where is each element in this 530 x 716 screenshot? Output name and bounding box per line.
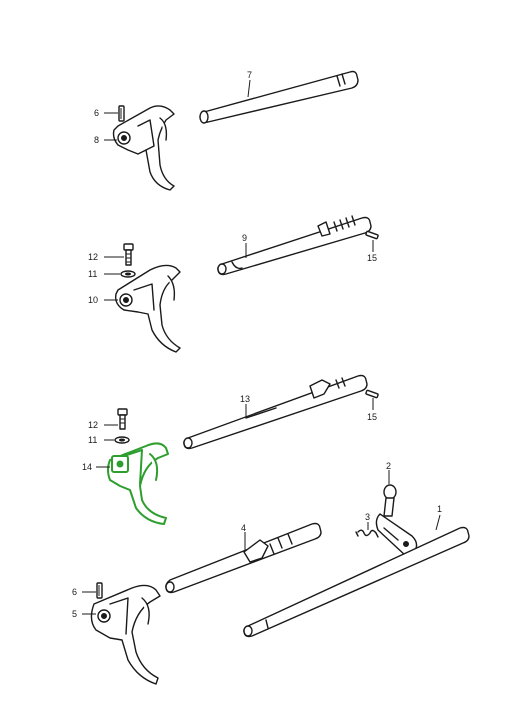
callout-15-upper: 15	[367, 253, 377, 263]
part-9-shift-rod[interactable]	[217, 215, 372, 276]
part-6-roll-pin-upper[interactable]	[118, 105, 125, 122]
callout-5: 5	[72, 609, 77, 619]
callout-2: 2	[386, 461, 391, 471]
part-4-shift-rod[interactable]	[165, 522, 322, 594]
callout-10: 10	[88, 295, 98, 305]
callout-6-lower: 6	[72, 587, 77, 597]
part-3-spring[interactable]	[355, 529, 379, 538]
callout-12-lower: 12	[88, 420, 98, 430]
part-2-selector-lever[interactable]	[375, 484, 418, 557]
callout-12-upper: 12	[88, 252, 98, 262]
callout-8: 8	[94, 135, 99, 145]
part-5-shift-fork[interactable]	[90, 584, 161, 685]
part-8-shift-fork[interactable]	[112, 105, 175, 191]
part-15-pin-lower[interactable]	[365, 389, 379, 399]
callout-4: 4	[241, 523, 246, 533]
callout-3: 3	[365, 512, 370, 522]
callout-9: 9	[242, 233, 247, 243]
part-14-shift-fork-highlighted[interactable]	[107, 442, 169, 525]
callout-13: 13	[240, 394, 250, 404]
callout-11-upper: 11	[88, 269, 97, 279]
part-12-bolt-upper[interactable]	[123, 243, 134, 266]
callout-15-lower: 15	[367, 412, 377, 422]
part-13-shift-rod[interactable]	[183, 374, 368, 450]
part-7-shift-rod[interactable]	[199, 70, 359, 124]
part-15-pin-upper[interactable]	[365, 230, 379, 240]
callout-14: 14	[82, 462, 92, 472]
callout-6-upper: 6	[94, 108, 99, 118]
part-11-washer-lower[interactable]	[114, 436, 130, 444]
callout-11-lower: 11	[88, 435, 97, 445]
part-10-shift-fork[interactable]	[114, 264, 181, 353]
part-6-roll-pin-lower[interactable]	[96, 582, 103, 599]
part-11-washer-upper[interactable]	[120, 270, 136, 278]
part-1-shift-rod[interactable]	[243, 526, 470, 638]
callout-1: 1	[437, 504, 442, 514]
part-12-bolt-lower[interactable]	[117, 408, 128, 430]
callout-7: 7	[247, 70, 252, 80]
